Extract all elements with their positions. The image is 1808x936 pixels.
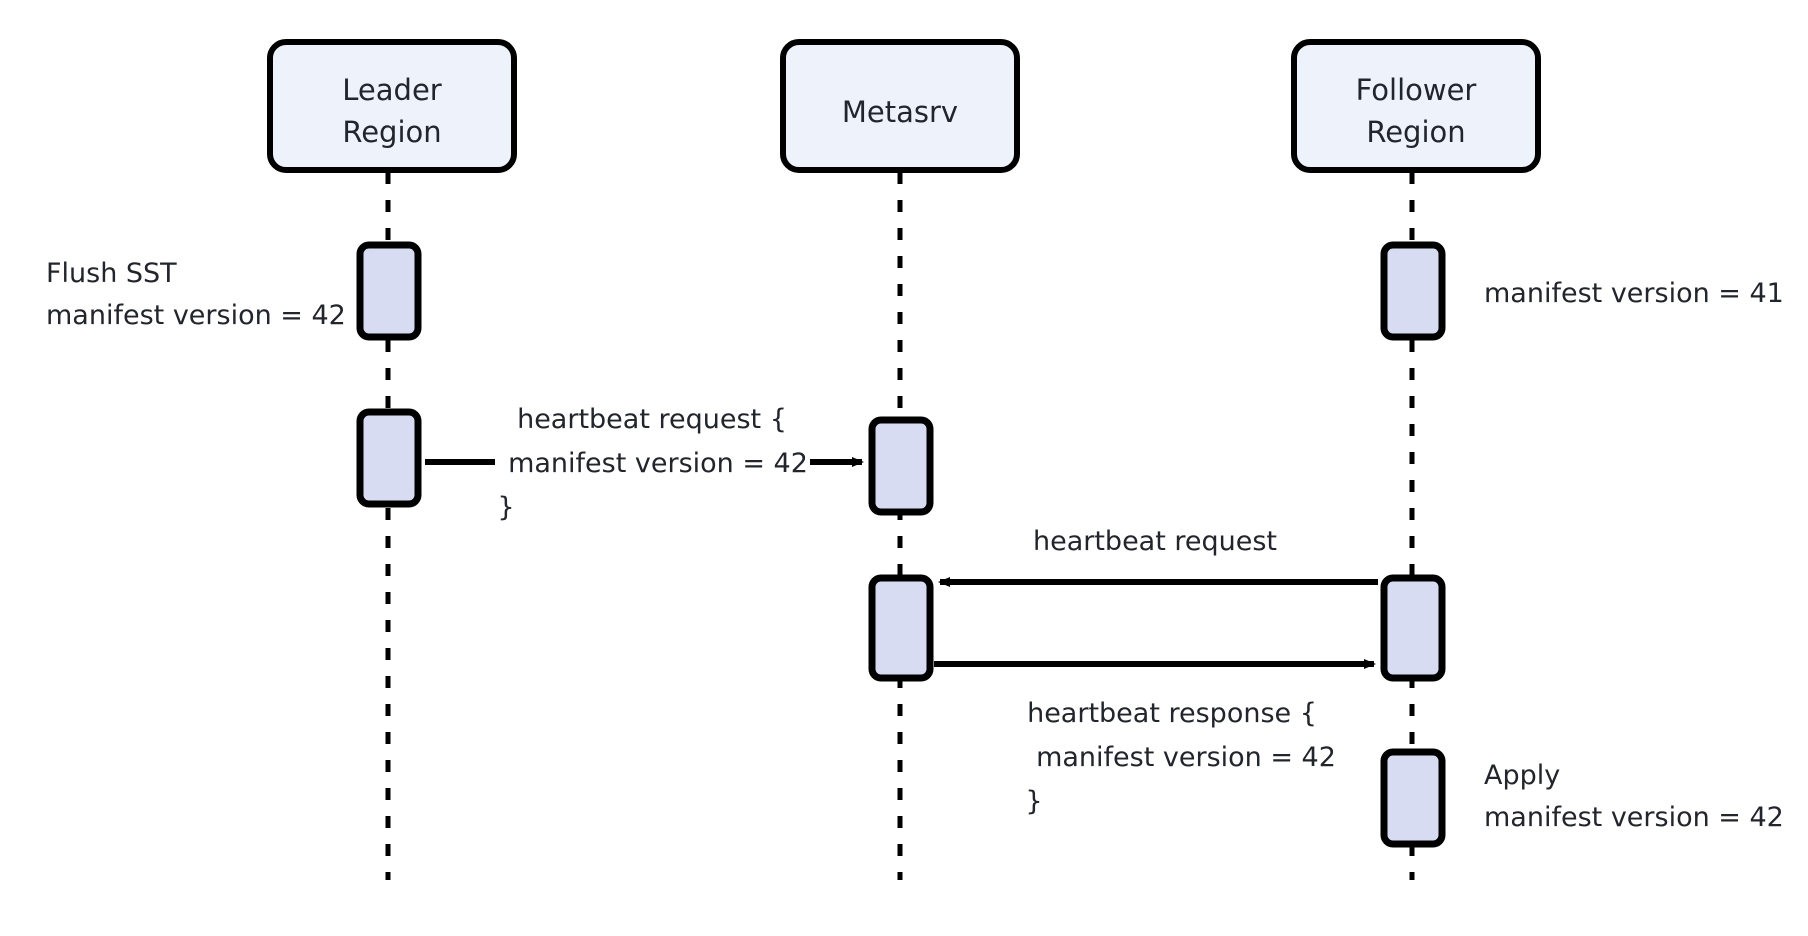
message-label-leader-heartbeat: heartbeat request { manifest version = 4… <box>497 404 808 523</box>
activation-leader-1[interactable] <box>356 241 422 341</box>
msg-metasrv-response-line3: } <box>1025 786 1042 817</box>
msg-leader-heartbeat-line3: } <box>497 492 514 523</box>
activation-follower-1[interactable] <box>1380 241 1446 341</box>
participant-leader-label-line2: Region <box>342 115 441 149</box>
participant-metasrv-box[interactable] <box>780 39 1020 173</box>
activations <box>356 241 1446 848</box>
activation-metasrv-2[interactable] <box>868 574 934 682</box>
note-follower-version: manifest version = 41 <box>1484 278 1784 309</box>
activation-leader-2[interactable] <box>356 408 422 508</box>
note-flush-sst-line1: Flush SST <box>46 258 177 289</box>
note-apply-line2: manifest version = 42 <box>1484 802 1784 833</box>
msg-leader-heartbeat-line2: manifest version = 42 <box>508 448 808 479</box>
message-label-follower-heartbeat: heartbeat request <box>1033 526 1277 557</box>
activation-follower-3[interactable] <box>1380 748 1446 848</box>
message-label-metasrv-response: heartbeat response { manifest version = … <box>1025 698 1336 817</box>
note-flush-sst-line2: manifest version = 42 <box>46 300 346 331</box>
participant-follower-box[interactable] <box>1291 39 1541 173</box>
participant-leader[interactable]: Leader Region <box>267 39 517 173</box>
msg-follower-heartbeat-line1: heartbeat request <box>1033 526 1277 557</box>
activation-follower-2[interactable] <box>1380 574 1446 682</box>
note-apply-line1: Apply <box>1484 760 1560 791</box>
participant-follower[interactable]: Follower Region <box>1291 39 1541 173</box>
msg-metasrv-response-line1: heartbeat response { <box>1027 698 1317 729</box>
note-flush-sst: Flush SST manifest version = 42 <box>46 258 346 331</box>
participant-metasrv[interactable]: Metasrv <box>780 39 1020 173</box>
participant-leader-label-line1: Leader <box>342 73 442 107</box>
note-apply: Apply manifest version = 42 <box>1484 760 1784 833</box>
msg-leader-heartbeat-line1: heartbeat request { <box>517 404 787 435</box>
note-follower-version-line1: manifest version = 41 <box>1484 278 1784 309</box>
message-arrows <box>425 457 1378 669</box>
participant-metasrv-label-line1: Metasrv <box>842 95 958 129</box>
participant-leader-box[interactable] <box>267 39 517 173</box>
participant-follower-label-line1: Follower <box>1356 73 1477 107</box>
participant-follower-label-line2: Region <box>1366 115 1465 149</box>
msg-metasrv-response-line2: manifest version = 42 <box>1036 742 1336 773</box>
activation-metasrv-1[interactable] <box>868 416 934 516</box>
